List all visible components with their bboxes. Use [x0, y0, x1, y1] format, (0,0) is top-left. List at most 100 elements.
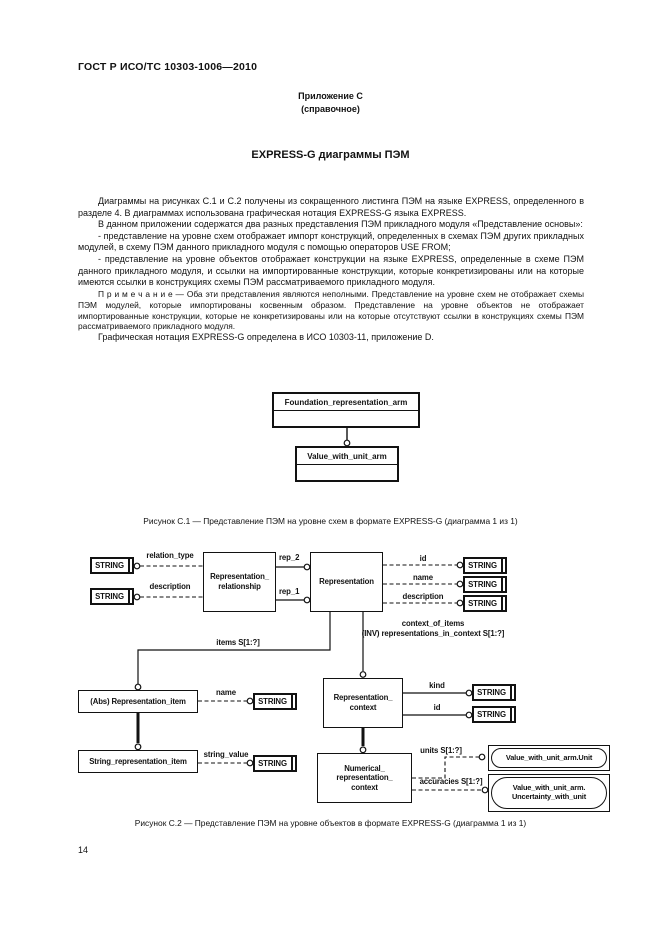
attr-label-rep2: rep_2 — [279, 553, 300, 562]
entity-numerical-representation-context: Numerical_ representation_ context — [317, 753, 412, 803]
double-line — [509, 686, 512, 699]
string-type-label: STRING — [477, 710, 506, 719]
string-type-box: STRING — [253, 755, 297, 772]
open-circle — [359, 671, 367, 678]
attr-label-inv-representations: (INV) representations_in_context S[1:?] — [361, 629, 505, 638]
schema-box-foundation: Foundation_representation_arm — [272, 392, 420, 428]
string-type-label: STRING — [95, 561, 124, 570]
open-circle — [134, 683, 142, 691]
figure-c1-caption: Рисунок С.1 — Представление ПЭМ на уровн… — [143, 516, 518, 526]
open-circle — [481, 786, 489, 794]
double-line — [509, 708, 512, 721]
entity-label: Representation — [319, 577, 374, 587]
annex-label: Приложение С — [298, 91, 363, 101]
double-line — [290, 757, 293, 770]
attr-label-context-of-items: context_of_items — [401, 619, 465, 628]
double-line — [290, 695, 293, 708]
open-circle — [343, 439, 351, 447]
string-type-label: STRING — [477, 688, 506, 697]
entity-label: relationship — [218, 582, 261, 591]
string-type-box: STRING — [463, 557, 507, 574]
ref-label: Uncertainty_with_unit — [511, 792, 587, 801]
attr-label-description: description — [149, 582, 191, 591]
open-circle — [134, 743, 142, 751]
attr-label-item-name: name — [216, 688, 236, 697]
open-circle — [465, 689, 473, 697]
attr-label-ctx-id: id — [433, 703, 441, 712]
entity-label: (Abs) Representation_item — [90, 696, 186, 706]
entity-label: Representation_ — [210, 572, 269, 582]
string-type-box: STRING — [253, 693, 297, 710]
entity-label: String_representation_item — [89, 756, 187, 766]
double-line — [500, 578, 503, 591]
string-type-box: STRING — [472, 684, 516, 701]
ref-oval-unit: Value_with_unit_arm.Unit — [491, 748, 607, 768]
attr-label-string-value: string_value — [203, 750, 249, 759]
line-items — [137, 612, 331, 684]
paragraph-3: Графическая нотация EXPRESS-G определена… — [98, 332, 434, 343]
bullet-2: - представление на уровне объектов отобр… — [78, 253, 584, 288]
entity-label: context — [351, 782, 378, 792]
open-circle — [246, 759, 254, 767]
string-type-label: STRING — [468, 599, 497, 608]
string-type-box: STRING — [90, 588, 134, 605]
entity-label: context — [349, 703, 377, 712]
ref-rect-uncertainty: Value_with_unit_arm. Uncertainty_with_un… — [488, 774, 610, 812]
double-line — [500, 559, 503, 572]
open-circle — [478, 753, 486, 761]
entity-label: representation_ — [336, 773, 393, 783]
entity-representation-relationship: Representation_ relationship — [203, 552, 276, 612]
open-circle — [133, 593, 141, 601]
paragraph-2: В данном приложении содержатся два разны… — [98, 219, 583, 230]
open-circle — [456, 561, 464, 569]
string-type-label: STRING — [468, 580, 497, 589]
attr-label-units: units S[1:?] — [420, 746, 462, 755]
doc-number: ГОСТ Р ИСО/ТС 10303-1006—2010 — [78, 61, 258, 73]
open-circle — [456, 599, 464, 607]
paragraph-1: Диаграммы на рисунках С.1 и С.2 получены… — [78, 196, 584, 218]
figure-c2-caption: Рисунок С.2 — Представление ПЭМ на уровн… — [134, 818, 527, 828]
open-circle — [303, 596, 311, 604]
line-units — [412, 756, 479, 779]
open-circle — [246, 697, 254, 705]
entity-label: Numerical_ — [344, 763, 385, 773]
double-line — [500, 597, 503, 610]
string-type-box: STRING — [472, 706, 516, 723]
entity-string-representation-item: String_representation_item — [78, 750, 198, 773]
entity-representation: Representation — [310, 552, 383, 612]
annex-note: (справочное) — [301, 104, 360, 114]
ref-label: Value_with_unit_arm. — [512, 783, 586, 793]
string-type-label: STRING — [95, 592, 124, 601]
string-type-box: STRING — [463, 595, 507, 612]
attr-label-id: id — [419, 554, 427, 563]
ref-oval-uncertainty: Value_with_unit_arm. Uncertainty_with_un… — [491, 777, 607, 809]
string-type-label: STRING — [258, 759, 287, 768]
string-type-label: STRING — [468, 561, 497, 570]
entity-representation-context: Representation_ context — [323, 678, 403, 728]
schema-box-title: Value_with_unit_arm — [297, 448, 397, 465]
open-circle — [133, 562, 141, 570]
attr-label-description: description — [402, 592, 444, 601]
attr-label-kind: kind — [429, 681, 445, 690]
open-circle — [456, 580, 464, 588]
bullet-1: - представление на уровне схем отображае… — [78, 230, 584, 253]
c1-connector — [343, 428, 351, 447]
double-line — [127, 559, 130, 572]
schema-box-value-with-unit: Value_with_unit_arm — [295, 446, 399, 482]
attr-label-name: name — [413, 573, 433, 582]
attr-label-relation-type: relation_type — [146, 551, 194, 560]
entity-representation-item: (Abs) Representation_item — [78, 690, 198, 713]
attr-label-rep1: rep_1 — [279, 587, 300, 596]
body-text: Диаграммы на рисунках С.1 и С.2 получены… — [78, 196, 584, 344]
string-type-box: STRING — [463, 576, 507, 593]
section-title: EXPRESS-G диаграммы ПЭМ — [251, 149, 410, 161]
note-paragraph: П р и м е ч а н и е — Оба эти представле… — [78, 288, 584, 332]
entity-label: Representation_ — [333, 693, 393, 703]
attr-label-items: items S[1:?] — [216, 638, 260, 647]
ref-rect-unit: Value_with_unit_arm.Unit — [488, 745, 610, 771]
open-circle — [465, 711, 473, 719]
string-type-box: STRING — [90, 557, 134, 574]
page-number: 14 — [78, 845, 89, 855]
attr-label-accuracies: accuracies S[1:?] — [419, 777, 483, 786]
